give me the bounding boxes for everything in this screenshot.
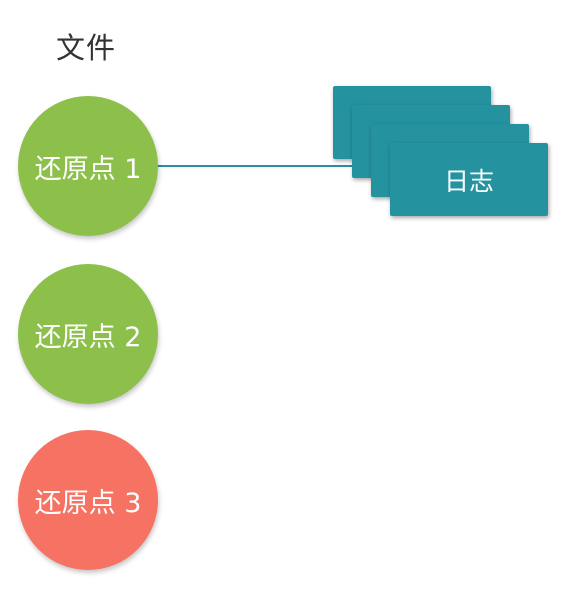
restore-point-2: 还原点 2	[18, 264, 158, 404]
restore-point-3-label: 还原点 3	[34, 487, 142, 519]
connector-line	[158, 165, 358, 167]
restore-point-3: 还原点 3	[18, 430, 158, 570]
log-label: 日志	[443, 166, 494, 196]
restore-point-2-label: 还原点 2	[34, 321, 142, 353]
restore-point-1: 还原点 1	[18, 96, 158, 236]
restore-point-1-label: 还原点 1	[34, 153, 142, 185]
log-card-4	[390, 143, 548, 216]
section-title: 文件	[56, 31, 117, 65]
